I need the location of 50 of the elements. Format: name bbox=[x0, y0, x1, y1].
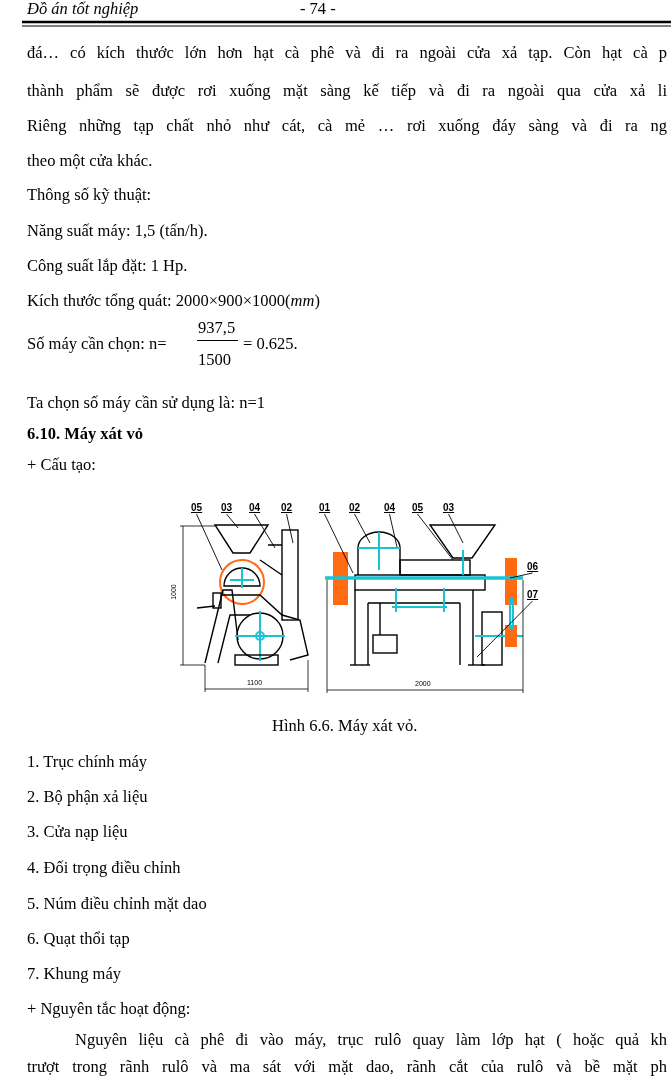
callout-number: 07 bbox=[527, 590, 539, 600]
callout-number: 06 bbox=[527, 562, 539, 572]
list-item: 7. Khung máy bbox=[27, 965, 121, 984]
body-text-line: Riêng những tạp chất nhỏ như cát, cà mẻ … rơi xuống đáy sàng và đi ra ng bbox=[27, 117, 667, 136]
body-text-line: Năng suất máy: 1,5 (tấn/h). bbox=[27, 222, 208, 241]
leader-line bbox=[286, 513, 294, 544]
formula-result: = 0.625. bbox=[243, 335, 298, 354]
leader-line bbox=[354, 513, 371, 544]
list-item: 2. Bộ phận xả liệu bbox=[27, 788, 148, 807]
formula-numerator: 937,5 bbox=[198, 319, 236, 338]
body-text-line: thành phẩm sẽ được rơi xuống mặt sàng kế tiếp và đi ra ngoài qua cửa xả li bbox=[27, 82, 667, 101]
leader-line bbox=[389, 513, 398, 548]
list-item: 5. Núm điều chỉnh mặt dao bbox=[27, 895, 207, 914]
body-text-line: Nguyên liệu cà phê đi vào máy, trục rulô quay làm lớp hạt ( hoặc quả kh bbox=[75, 1031, 667, 1050]
callout-number: 02 bbox=[281, 503, 293, 513]
body-text-line: theo một cửa khác. bbox=[27, 152, 153, 171]
callout-number: 05 bbox=[191, 503, 203, 513]
leader-line bbox=[324, 513, 354, 574]
list-item: 6. Quạt thổi tạp bbox=[27, 930, 130, 949]
formula-text: Số máy cần chọn: n= bbox=[27, 335, 167, 354]
section-heading: 6.10. Máy xát vỏ bbox=[27, 425, 143, 444]
callout-number: 04 bbox=[249, 503, 261, 513]
callout-number: 05 bbox=[412, 503, 424, 513]
leader-line bbox=[509, 572, 533, 579]
list-item: 4. Đối trọng điều chỉnh bbox=[27, 859, 181, 878]
body-text-line: Thông số kỹ thuật: bbox=[27, 186, 152, 205]
callout-number: 04 bbox=[384, 503, 396, 513]
list-item: 1. Trục chính máy bbox=[27, 753, 148, 772]
figure-caption: Hình 6.6. Máy xát vỏ. bbox=[272, 717, 418, 736]
page-number: - 74 - bbox=[300, 0, 336, 19]
body-text-line: Công suất lắp đặt: 1 Hp. bbox=[27, 257, 188, 276]
leader-line bbox=[196, 513, 223, 571]
callout-number: 01 bbox=[319, 503, 331, 513]
list-item: 3. Cửa nạp liệu bbox=[27, 823, 128, 842]
body-text-line: + Cấu tạo: bbox=[27, 456, 96, 475]
callout-number: 02 bbox=[349, 503, 361, 513]
leader-line bbox=[254, 513, 276, 549]
formula-denominator: 1500 bbox=[198, 351, 231, 370]
body-text-line: đá… có kích thước lớn hơn hạt cà phê và đi ra ngoài cửa xả tạp. Còn hạt cà p bbox=[27, 44, 667, 63]
body-text-line: + Nguyên tắc hoạt động: bbox=[27, 1000, 191, 1019]
leader-line bbox=[448, 513, 464, 544]
leader-line bbox=[417, 513, 454, 561]
leader-line bbox=[476, 600, 533, 658]
callout-number: 03 bbox=[221, 503, 233, 513]
body-text-line: Kích thước tổng quát: 2000×900×1000(mm) bbox=[27, 292, 320, 311]
header-text: Đồ án tốt nghiệp bbox=[27, 0, 139, 19]
body-text-line: Ta chọn số máy cần sử dụng là: n=1 bbox=[27, 394, 265, 413]
leader-line bbox=[226, 513, 239, 529]
callout-number: 03 bbox=[443, 503, 455, 513]
body-text-line: trượt trong rãnh rulô và ma sát với mặt dao, rãnh cắt của rulô và bề mặt ph bbox=[27, 1058, 667, 1077]
